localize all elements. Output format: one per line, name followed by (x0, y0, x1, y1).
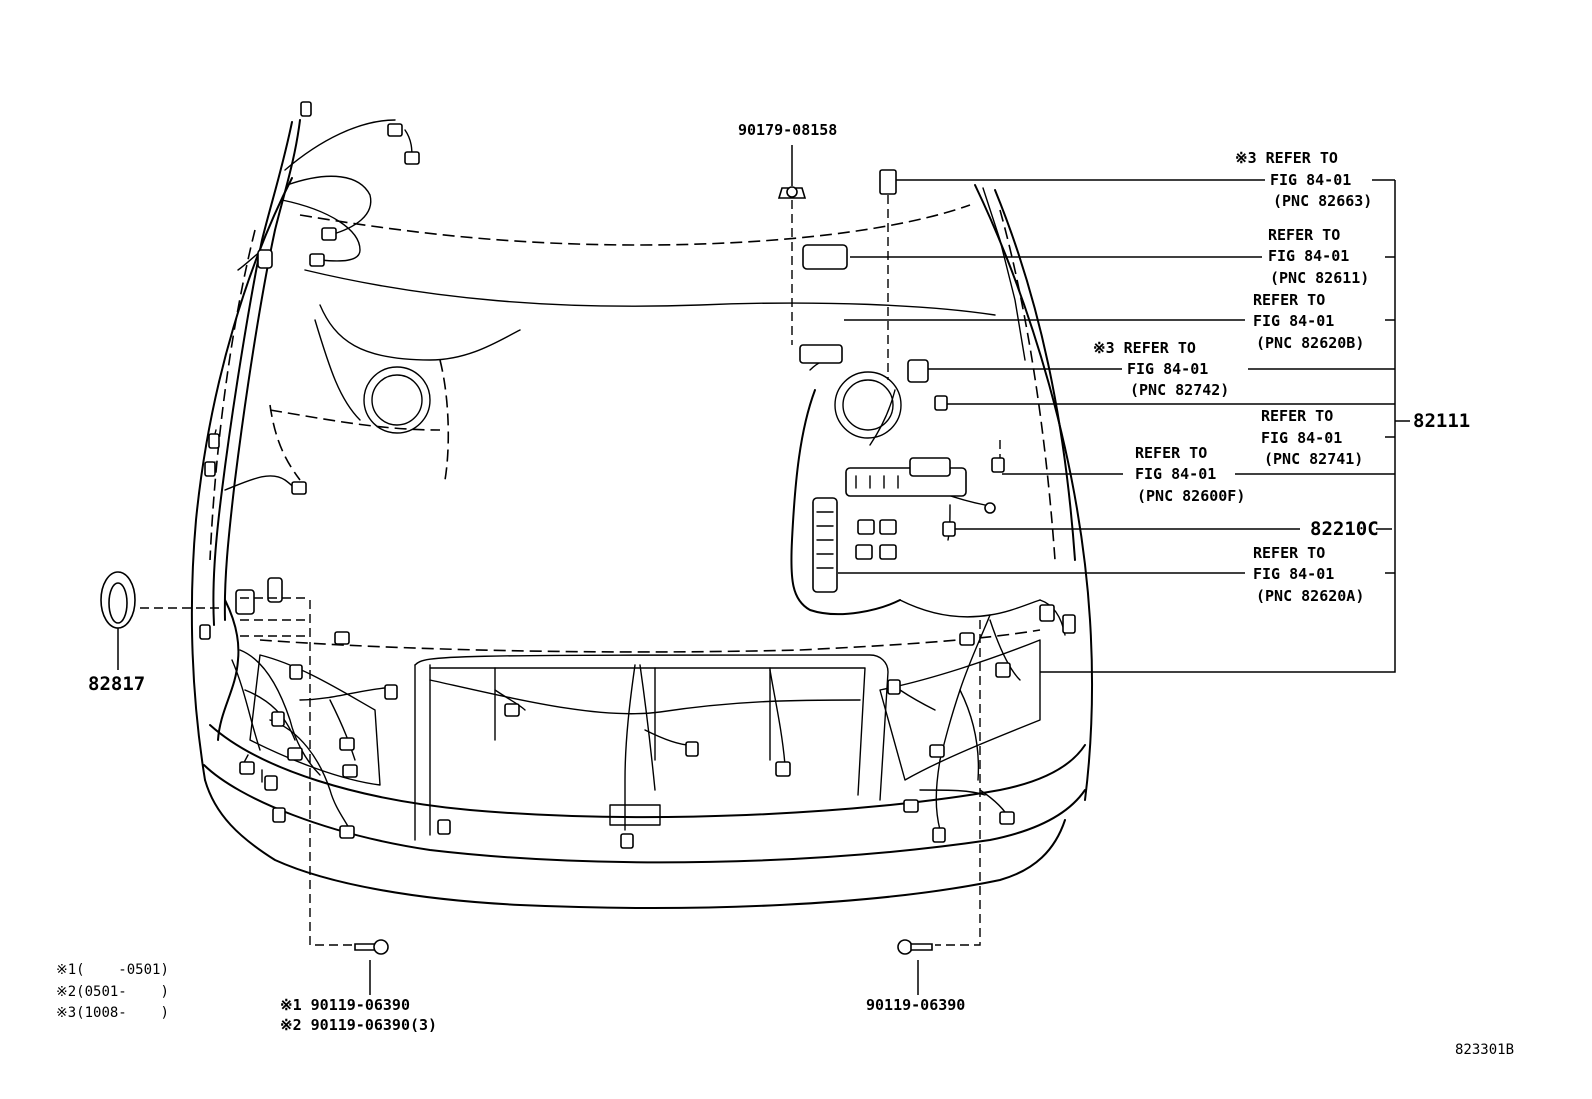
refer-label-82611-line1: REFER TO (1268, 226, 1341, 244)
part-number-grommet: 82817 (88, 673, 146, 695)
solid-leader-lines (117, 145, 1410, 995)
refer-label-82620b-line3: (PNC 82620B) (1256, 334, 1365, 352)
refer-label-82611-line3: (PNC 82611) (1270, 269, 1370, 287)
refer-label-82663-line1: ※3 REFER TO (1235, 149, 1338, 167)
diagram-id: 823301B (1455, 1042, 1515, 1058)
refer-label-82663-line2: FIG 84-01 (1270, 171, 1352, 189)
refer-label-82600f-line2: FIG 84-01 (1135, 465, 1217, 483)
refer-label-82663-line3: (PNC 82663) (1273, 192, 1373, 210)
refer-label-82741-line3: (PNC 82741) (1264, 450, 1364, 468)
refer-label-82611-line2: FIG 84-01 (1268, 247, 1350, 265)
refer-label-82741-line2: FIG 84-01 (1261, 429, 1343, 447)
refer-label-82742-line3: (PNC 82742) (1130, 381, 1230, 399)
refer-label-82620b-line1: REFER TO (1253, 291, 1326, 309)
refer-label-82620a-line1: REFER TO (1253, 544, 1326, 562)
footnote-1: ※1( -0501) (56, 962, 169, 978)
footnote-2: ※2(0501- ) (56, 984, 169, 1000)
part-number-main-wire: 82111 (1413, 410, 1471, 432)
part-number-clip-top: 90179-08158 (738, 121, 838, 139)
fasteners (100, 186, 933, 955)
refer-label-82620a-line3: (PNC 82620A) (1256, 587, 1365, 605)
part-number-bolt-left-1: ※1 90119-06390 (280, 996, 410, 1014)
refer-label-82742-line2: FIG 84-01 (1127, 360, 1209, 378)
refer-label-82600f-line1: REFER TO (1135, 444, 1208, 462)
refer-label-82620a-line2: FIG 84-01 (1253, 565, 1335, 583)
footnote-3: ※3(1008- ) (56, 1005, 169, 1021)
refer-label-82620b-line2: FIG 84-01 (1253, 312, 1335, 330)
right-harness (790, 169, 1076, 843)
refer-label-82741-line1: REFER TO (1261, 407, 1334, 425)
vehicle-body-outline (190, 177, 1094, 909)
refer-label-82600f-line3: (PNC 82600F) (1137, 487, 1246, 505)
center-harness (494, 664, 791, 849)
refer-label-82742-line1: ※3 REFER TO (1093, 339, 1196, 357)
part-number-bolt-left-2: ※2 90119-06390(3) (280, 1016, 438, 1034)
dashed-leader-lines (140, 195, 1001, 946)
part-number-bolt-right: 90119-06390 (866, 996, 966, 1014)
part-number-relay-block: 82210C (1310, 518, 1379, 540)
left-harness (199, 101, 451, 839)
